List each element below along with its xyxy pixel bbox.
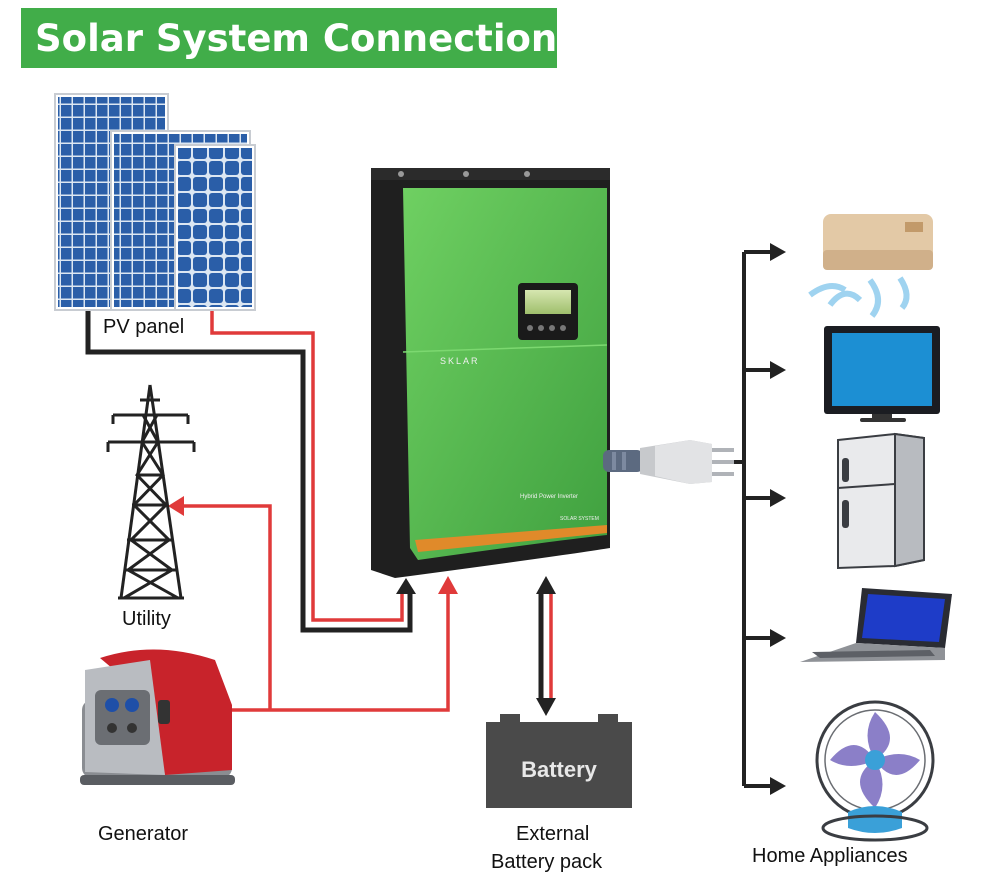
air-conditioner-icon [808,214,933,318]
external-battery-label-line2: Battery pack [491,851,603,873]
refrigerator-icon [837,432,925,570]
television-icon [824,326,940,422]
home-appliances-label: Home Appliances [752,845,908,867]
power-plug-icon [603,440,734,484]
arrow-fridge [770,489,786,507]
title-banner: Solar System Connection [21,8,557,68]
arrow-fan [770,777,786,795]
pv-panel-label: PV panel [103,316,185,338]
arrow-tv [770,361,786,379]
arrow-ac-unit [770,243,786,261]
inverter-brand-text: SKLAR [440,356,480,366]
arrow-pv-dark [396,578,416,594]
solar-panel-icon [54,93,256,311]
fan-icon [815,700,935,842]
wires [85,250,776,788]
arrow-battery-up [536,576,556,594]
inverter-stripe-text: SOLAR SYSTEM [560,516,599,522]
transmission-tower-icon [106,384,196,600]
arrow-laptop [770,629,786,647]
arrow-battery-down [536,698,556,716]
pv-dc-wire-positive [210,310,404,622]
arrows [168,243,786,795]
arrow-utility [168,496,184,516]
utility-ac-wire [182,504,272,710]
generator-icon [80,649,235,785]
laptop-icon [800,588,952,662]
battery-label: Battery [521,757,598,782]
inverter-model-text: Hybrid Power Inverter [520,494,578,500]
generator-ac-wire [230,592,450,712]
page-title: Solar System Connection [35,16,558,60]
pv-dc-wire-negative [85,310,413,633]
utility-label: Utility [122,608,171,630]
external-battery-label-line1: External [516,823,590,845]
arrow-ac-in [438,576,458,594]
battery-icon [486,714,632,808]
inverter-icon [371,168,610,578]
generator-label: Generator [98,823,189,845]
